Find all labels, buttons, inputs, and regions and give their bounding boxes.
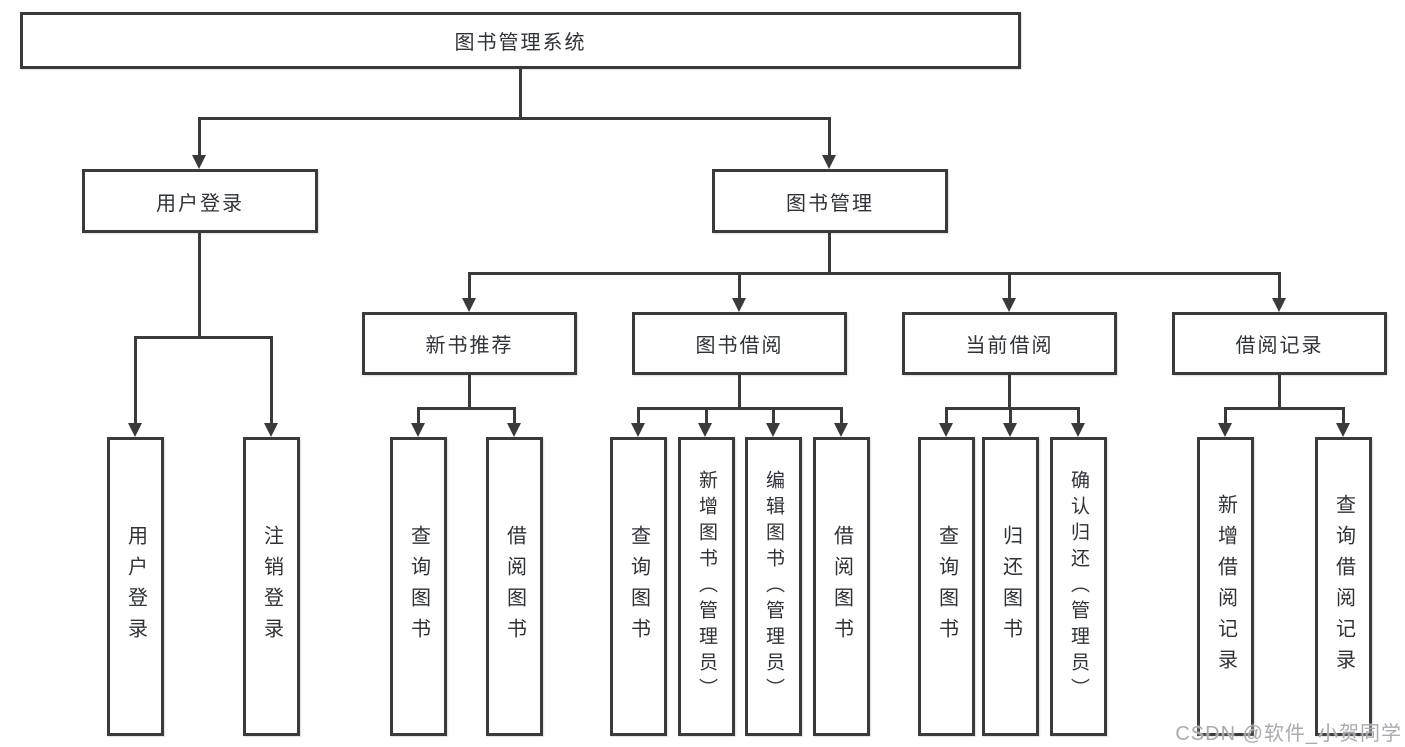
connector-line xyxy=(1008,373,1011,410)
leaf-confirm-return-admin: 确认归还（管理员） xyxy=(1050,437,1107,736)
node-label: 用户登录 xyxy=(156,192,244,215)
connector-line xyxy=(945,407,948,425)
leaf-label: 查询图书 xyxy=(627,524,650,649)
connector-line xyxy=(1077,407,1080,425)
leaf-edit-books-admin: 编辑图书（管理员） xyxy=(745,437,802,736)
connector-line xyxy=(417,407,420,425)
arrow-down-icon xyxy=(264,423,278,437)
connector-line xyxy=(772,407,775,425)
arrow-down-icon xyxy=(1272,298,1286,312)
connector-line xyxy=(1278,373,1281,410)
connector-line xyxy=(705,407,708,425)
leaf-query-borrow-record: 查询借阅记录 xyxy=(1315,437,1372,736)
connector-line xyxy=(198,117,201,156)
leaf-label: 归还图书 xyxy=(999,524,1022,649)
arrow-down-icon xyxy=(822,155,836,169)
connector-line xyxy=(840,407,843,425)
leaf-query-books-current: 查询图书 xyxy=(918,437,975,736)
node-label: 当前借阅 xyxy=(965,335,1054,357)
leaf-borrow-books: 借阅图书 xyxy=(813,437,870,736)
arrow-down-icon xyxy=(698,423,712,437)
node-borrowing-records: 借阅记录 xyxy=(1172,312,1387,375)
leaf-label: 用户登录 xyxy=(124,524,147,649)
node-label: 新书推荐 xyxy=(425,335,514,357)
leaf-label: 新增借阅记录 xyxy=(1214,493,1237,680)
csdn-watermark: CSDN @软件_小贺同学 xyxy=(1175,723,1402,745)
node-label: 图书管理系统 xyxy=(454,32,587,54)
arrow-down-icon xyxy=(411,423,425,437)
node-user-login-branch: 用户登录 xyxy=(82,169,318,233)
connector-line xyxy=(134,336,273,339)
arrow-down-icon xyxy=(631,423,645,437)
connector-line xyxy=(828,117,831,156)
connector-line xyxy=(1009,407,1012,425)
leaf-user-login: 用户登录 xyxy=(107,437,164,736)
arrow-down-icon xyxy=(1002,298,1016,312)
connector-line xyxy=(1342,407,1345,425)
connector-line xyxy=(1008,272,1011,301)
connector-line xyxy=(468,373,471,410)
connector-line xyxy=(637,407,640,425)
leaf-query-books-borrowing: 查询图书 xyxy=(610,437,667,736)
connector-line xyxy=(1278,272,1281,301)
connector-line xyxy=(945,407,1080,410)
leaf-label: 新增图书（管理员） xyxy=(696,469,717,704)
arrow-down-icon xyxy=(732,298,746,312)
arrow-down-icon xyxy=(462,298,476,312)
leaf-return-books: 归还图书 xyxy=(982,437,1039,736)
leaf-label: 编辑图书（管理员） xyxy=(763,469,784,704)
connector-line xyxy=(513,407,516,425)
leaf-add-books-admin: 新增图书（管理员） xyxy=(678,437,735,736)
connector-line xyxy=(738,272,741,301)
arrow-down-icon xyxy=(766,423,780,437)
connector-line xyxy=(828,231,831,275)
leaf-label: 注销登录 xyxy=(260,524,283,649)
arrow-down-icon xyxy=(1003,423,1017,437)
leaf-add-borrow-record: 新增借阅记录 xyxy=(1197,437,1254,736)
leaf-label: 确认归还（管理员） xyxy=(1068,469,1089,704)
leaf-label: 查询图书 xyxy=(935,524,958,649)
leaf-label: 查询图书 xyxy=(407,524,430,649)
node-book-management-system: 图书管理系统 xyxy=(20,12,1021,69)
arrow-down-icon xyxy=(507,423,521,437)
connector-line xyxy=(738,373,741,410)
arrow-down-icon xyxy=(834,423,848,437)
node-book-management-branch: 图书管理 xyxy=(712,169,948,233)
connector-line xyxy=(1224,407,1345,410)
connector-line xyxy=(270,336,273,424)
arrow-down-icon xyxy=(192,155,206,169)
arrow-down-icon xyxy=(939,423,953,437)
node-new-book-recommend: 新书推荐 xyxy=(362,312,577,375)
connector-line xyxy=(637,407,843,410)
arrow-down-icon xyxy=(1071,423,1085,437)
leaf-label: 借阅图书 xyxy=(830,524,853,649)
connector-line xyxy=(198,230,201,339)
arrow-down-icon xyxy=(1336,423,1350,437)
leaf-label: 借阅图书 xyxy=(503,524,526,649)
node-label: 借阅记录 xyxy=(1235,335,1324,357)
connector-line xyxy=(468,272,1281,275)
leaf-label: 查询借阅记录 xyxy=(1332,493,1355,680)
node-label: 图书借阅 xyxy=(695,335,784,357)
connector-line xyxy=(1224,407,1227,425)
connector-line xyxy=(468,272,471,301)
arrow-down-icon xyxy=(128,423,142,437)
connector-line xyxy=(417,407,516,410)
connector-line xyxy=(198,117,831,120)
leaf-query-books-recommend: 查询图书 xyxy=(390,437,447,736)
connector-line xyxy=(519,66,522,120)
connector-line xyxy=(134,336,137,424)
leaf-borrow-books-recommend: 借阅图书 xyxy=(486,437,543,736)
node-label: 图书管理 xyxy=(786,192,874,215)
node-book-borrowing: 图书借阅 xyxy=(632,312,847,375)
leaf-logout: 注销登录 xyxy=(243,437,300,736)
arrow-down-icon xyxy=(1218,423,1232,437)
node-current-borrowing: 当前借阅 xyxy=(902,312,1117,375)
